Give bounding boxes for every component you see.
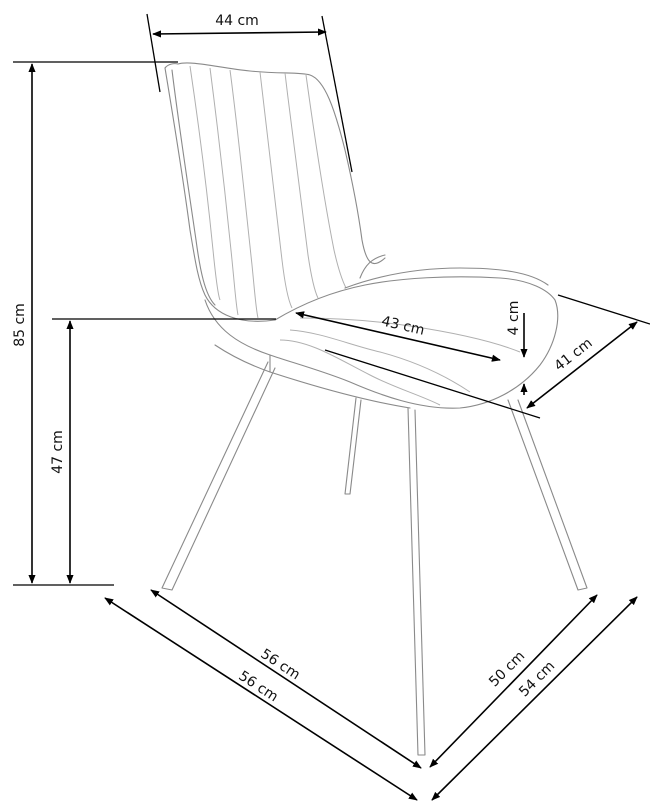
dim-seat-thickness: 4 cm bbox=[506, 301, 528, 395]
leg-back-right bbox=[507, 399, 588, 591]
dim-leg-depth-outer: 56 cm bbox=[104, 597, 418, 801]
label-41cm: 41 cm bbox=[551, 335, 595, 374]
label-43cm: 43 cm bbox=[380, 313, 426, 338]
backrest-outline bbox=[177, 62, 386, 264]
dim-total-height: 85 cm bbox=[12, 61, 178, 586]
leg-back-left bbox=[344, 397, 362, 495]
chair-drawing bbox=[161, 62, 588, 756]
dim-backrest-width: 44 cm bbox=[146, 13, 353, 173]
leg-front-right bbox=[407, 407, 426, 756]
label-85cm: 85 cm bbox=[12, 303, 28, 347]
leg-front-left bbox=[161, 361, 276, 591]
dim-seat-height: 47 cm bbox=[50, 318, 276, 584]
dim-leg-depth-inner: 56 cm bbox=[150, 589, 422, 769]
dim-leg-width-outer: 54 cm bbox=[431, 596, 638, 801]
dim-leg-width-inner: 50 cm bbox=[429, 594, 598, 768]
seat-outline bbox=[269, 276, 559, 409]
label-47cm: 47 cm bbox=[50, 430, 66, 474]
label-44cm: 44 cm bbox=[215, 13, 259, 29]
label-4cm: 4 cm bbox=[506, 301, 522, 336]
